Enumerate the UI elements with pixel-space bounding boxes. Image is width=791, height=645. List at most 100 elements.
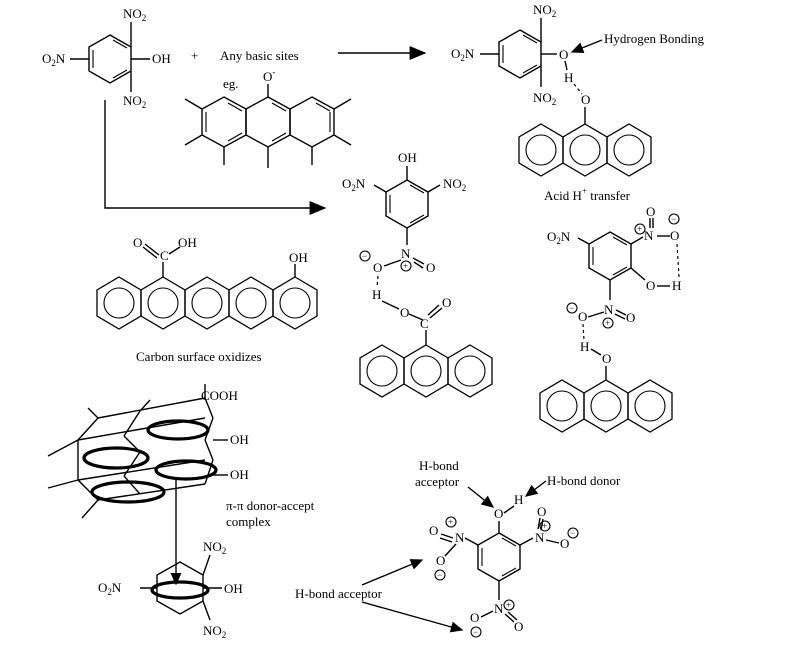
plus-charge: + — [542, 521, 547, 531]
o-label: O — [133, 235, 142, 250]
hydrogen-bond-line — [376, 275, 379, 289]
hbond-donor-pointer — [524, 480, 547, 497]
picric-acid-intramolecular: O2N N + O O − O H N + O − O — [547, 204, 681, 329]
no2-label: NO2 — [443, 176, 466, 193]
minus-charge: − — [671, 214, 676, 224]
hbond-acceptor-arrow-lower — [361, 601, 464, 633]
o-label: O — [442, 295, 451, 310]
o2n-label: O2N — [342, 176, 366, 193]
picric-acid-stacked: NO2 OH NO2 O2N — [98, 539, 243, 640]
o-label: O — [436, 553, 445, 568]
n-label: N — [535, 530, 545, 545]
oh-label: OH — [152, 51, 171, 66]
o2n-label: O2N — [547, 229, 571, 246]
o-label: O — [514, 619, 523, 634]
picric-acid-hbonded: NO2 O H NO2 O2N — [451, 2, 573, 107]
hbond-acceptor-top-line1: H-bond — [419, 458, 459, 473]
oh-label: OH — [230, 432, 249, 447]
no2-label: NO2 — [533, 2, 556, 19]
o-label: O — [560, 536, 569, 551]
o-label: O — [602, 351, 611, 366]
minus-charge: − — [437, 570, 442, 580]
o-label: O — [646, 278, 655, 293]
oxidized-carbon-surface: O C OH OH — [96, 235, 318, 330]
o-label: O — [626, 310, 635, 325]
o2n-label: O2N — [42, 51, 66, 68]
n-label: N — [455, 530, 465, 545]
hbond-acceptor-pointer — [467, 486, 495, 508]
h-label: H — [580, 339, 589, 354]
eg-label: eg. — [223, 76, 239, 91]
hbond-acceptor-top-line2: acceptor — [415, 474, 460, 489]
pi-complex-label-line2: complex — [226, 514, 271, 529]
c-label: C — [160, 248, 169, 263]
plus-sign: + — [191, 48, 198, 63]
no2-label: NO2 — [123, 93, 146, 110]
plus-charge: + — [448, 517, 453, 527]
hbond-donor-label: H-bond donor — [547, 473, 621, 488]
oh-label: OH — [230, 467, 249, 482]
no2-label: NO2 — [123, 6, 146, 23]
minus-charge: − — [473, 627, 478, 637]
l-shaped-arrow — [104, 100, 327, 215]
cooh-label: COOH — [201, 388, 238, 403]
hydrogen-bond-line — [676, 243, 680, 278]
plus-charge: + — [637, 224, 642, 234]
n-label: N — [494, 601, 504, 616]
o-label: O — [494, 506, 503, 521]
anthracenol-top-right: O — [518, 92, 652, 177]
o-label: O — [429, 523, 438, 538]
hydrogen-bonding-pointer — [570, 39, 603, 54]
oh-label: OH — [224, 581, 243, 596]
plus-charge: + — [605, 318, 610, 328]
o-label: O — [426, 260, 435, 275]
picric-acid-hbond-sites: O H N + O O − N + O O − N + O — [429, 492, 579, 638]
o-label: O — [373, 260, 382, 275]
o-label: O — [646, 204, 655, 219]
hbond-acceptor-arrow-upper — [361, 559, 424, 586]
graphene-sheet: COOH OH OH — [47, 384, 249, 519]
o2n-label: O2N — [451, 46, 475, 63]
oh-label: OH — [178, 235, 197, 250]
hydrogen-bonding-label: Hydrogen Bonding — [604, 31, 705, 46]
o-label: O — [581, 92, 590, 107]
o-minus-label: O- — [263, 67, 275, 84]
minus-charge: − — [569, 303, 574, 313]
methyl-anthracenolate: O- — [184, 67, 352, 168]
o-label: O — [559, 47, 568, 62]
picric-acid-nitro-hbond: OH NO2 O2N N O O + − — [342, 150, 466, 275]
hydrogen-bond-line — [582, 323, 585, 341]
n-label: N — [401, 246, 411, 261]
hydrogen-bond-line — [573, 83, 583, 95]
minus-charge: − — [570, 528, 575, 538]
o-label: O — [537, 504, 546, 519]
c-label: C — [420, 316, 429, 331]
no2-label: NO2 — [533, 90, 556, 107]
oh-label: OH — [289, 250, 308, 265]
h-label: H — [672, 278, 681, 293]
minus-charge: − — [362, 251, 367, 261]
o2n-label: O2N — [98, 580, 122, 597]
h-label: H — [564, 70, 573, 85]
picric-acid-reactant: NO2 OH NO2 O2N — [42, 6, 171, 110]
oh-label: OH — [398, 150, 417, 165]
hbond-acceptor-bottom-label: H-bond acceptor — [295, 586, 383, 601]
plus-charge: + — [403, 261, 408, 271]
carbon-surface-oxidizes-label: Carbon surface oxidizes — [136, 349, 262, 364]
o-label: O — [470, 610, 479, 625]
h-label: H — [372, 287, 381, 302]
no2-label: NO2 — [203, 539, 226, 556]
acid-h-transfer-label: Acid H+ transfer — [544, 186, 631, 203]
anthracene-carboxylate: O C O — [359, 295, 493, 398]
o-label: O — [670, 228, 679, 243]
h-label: H — [514, 492, 523, 507]
any-basic-sites-label: Any basic sites — [220, 48, 299, 63]
o-label: O — [400, 305, 409, 320]
anthracenol-right: O — [539, 351, 673, 433]
pi-complex-label-line1: π-π donor-accept — [226, 498, 315, 513]
n-label: N — [644, 228, 654, 243]
plus-charge: + — [506, 600, 511, 610]
o-label: O — [578, 309, 587, 324]
